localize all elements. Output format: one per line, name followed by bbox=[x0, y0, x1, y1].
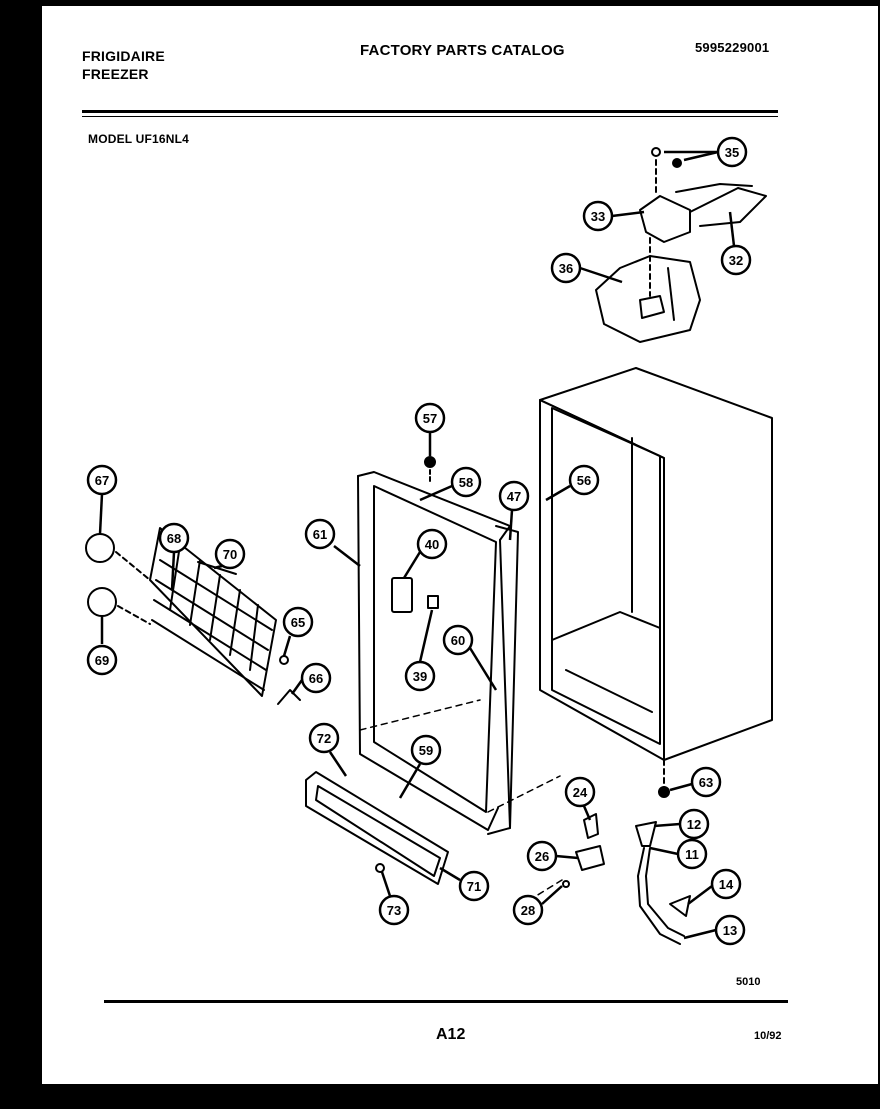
catalog-date: 10/92 bbox=[754, 1030, 782, 1042]
callout-label: 71 bbox=[467, 879, 481, 894]
callout-47: 47 bbox=[498, 480, 530, 541]
callout-70: 70 bbox=[213, 538, 246, 570]
page-number: A12 bbox=[436, 1026, 466, 1043]
callout-label: 63 bbox=[699, 775, 713, 790]
callout-label: 66 bbox=[309, 671, 323, 686]
catalog-number: 5995229001 bbox=[695, 40, 770, 55]
callout-label: 26 bbox=[535, 849, 549, 864]
callout-label: 60 bbox=[451, 633, 465, 648]
callout-label: 40 bbox=[425, 537, 439, 552]
callout-label: 61 bbox=[313, 527, 327, 542]
callout-28: 28 bbox=[512, 885, 563, 926]
hinge-assembly-drawing bbox=[595, 147, 767, 343]
assembly-guide-lines bbox=[359, 699, 563, 897]
callout-label: 39 bbox=[413, 669, 427, 684]
figure-code: 5010 bbox=[736, 976, 761, 988]
footer-rule bbox=[104, 1000, 788, 1003]
callout-63: 63 bbox=[669, 766, 722, 798]
callout-32: 32 bbox=[720, 211, 752, 276]
door-drawing bbox=[357, 456, 519, 835]
callout-67: 67 bbox=[86, 464, 118, 535]
callout-33: 33 bbox=[582, 200, 645, 232]
callout-57: 57 bbox=[414, 402, 446, 456]
callout-72: 72 bbox=[308, 722, 348, 777]
callout-label: 24 bbox=[573, 785, 588, 800]
callout-label: 33 bbox=[591, 209, 605, 224]
grille-drawing bbox=[85, 527, 301, 705]
callout-59: 59 bbox=[398, 734, 442, 799]
callout-label: 58 bbox=[459, 475, 473, 490]
callout-12: 12 bbox=[653, 808, 710, 840]
callout-label: 11 bbox=[685, 847, 699, 862]
callout-13: 13 bbox=[683, 914, 746, 946]
callout-label: 72 bbox=[317, 731, 331, 746]
callout-label: 65 bbox=[291, 615, 305, 630]
cabinet-drawing bbox=[539, 367, 773, 798]
callout-35: 35 bbox=[664, 136, 748, 168]
callout-label: 12 bbox=[687, 817, 701, 832]
callout-11: 11 bbox=[649, 838, 708, 870]
brand-line-1: FRIGIDAIRE bbox=[82, 48, 165, 64]
brand-line-2: FREEZER bbox=[82, 66, 149, 82]
callout-73: 73 bbox=[378, 871, 410, 926]
callout-label: 36 bbox=[559, 261, 573, 276]
callout-39: 39 bbox=[404, 609, 436, 692]
callout-label: 69 bbox=[95, 653, 109, 668]
callout-label: 35 bbox=[725, 145, 739, 160]
callout-56: 56 bbox=[545, 464, 600, 502]
callout-40: 40 bbox=[402, 528, 448, 579]
callout-61: 61 bbox=[304, 518, 361, 567]
model-number: MODEL UF16NL4 bbox=[88, 132, 190, 146]
callout-68: 68 bbox=[158, 522, 190, 591]
callout-label: 57 bbox=[423, 411, 437, 426]
callout-label: 32 bbox=[729, 253, 743, 268]
callout-label: 13 bbox=[723, 923, 737, 938]
callout-label: 14 bbox=[719, 877, 734, 892]
callout-65: 65 bbox=[282, 606, 314, 657]
callout-14: 14 bbox=[687, 868, 742, 905]
header-rule-thin bbox=[82, 116, 778, 117]
callout-label: 59 bbox=[419, 743, 433, 758]
callout-66: 66 bbox=[290, 662, 332, 695]
callout-label: 47 bbox=[507, 489, 521, 504]
callout-label: 56 bbox=[577, 473, 591, 488]
header-rule-thick bbox=[82, 110, 778, 113]
callout-label: 67 bbox=[95, 473, 109, 488]
drain-parts-drawing bbox=[562, 813, 691, 945]
callout-60: 60 bbox=[442, 624, 498, 691]
callout-26: 26 bbox=[526, 840, 579, 872]
callout-24: 24 bbox=[564, 776, 596, 821]
callout-71: 71 bbox=[439, 866, 490, 902]
callout-69: 69 bbox=[86, 616, 118, 676]
catalog-title: FACTORY PARTS CATALOG bbox=[360, 42, 565, 59]
callout-label: 70 bbox=[223, 547, 237, 562]
callout-label: 73 bbox=[387, 903, 401, 918]
bottom-trim-drawing bbox=[305, 771, 449, 885]
callout-label: 28 bbox=[521, 903, 535, 918]
callout-label: 68 bbox=[167, 531, 181, 546]
callout-58: 58 bbox=[419, 466, 482, 502]
callout-36: 36 bbox=[550, 252, 623, 284]
